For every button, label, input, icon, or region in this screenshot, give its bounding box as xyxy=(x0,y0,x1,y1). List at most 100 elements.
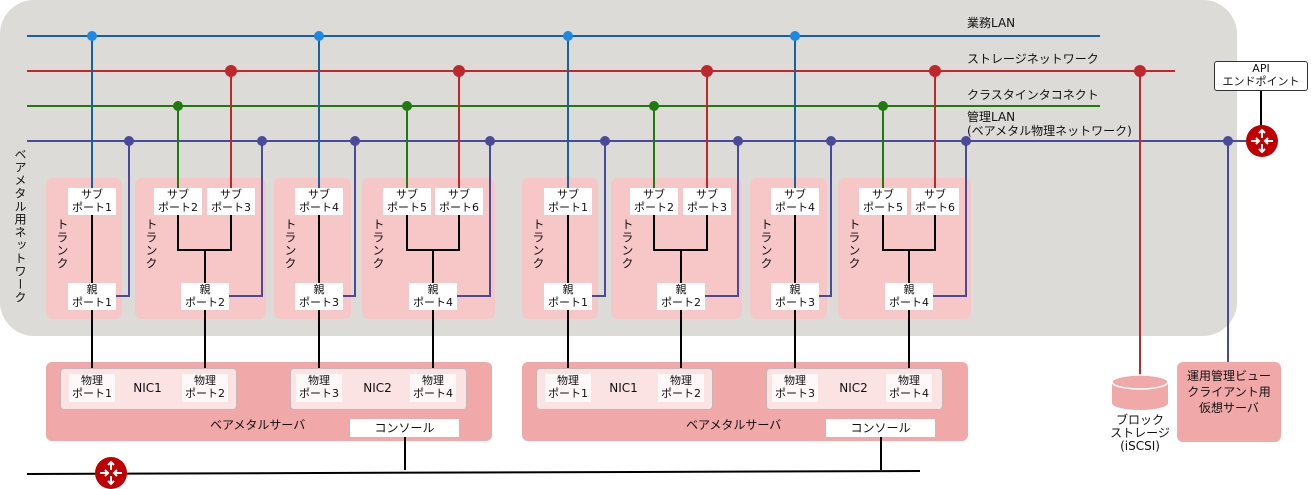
subport-label: サブポート5 xyxy=(383,188,431,215)
console-port: コンソール xyxy=(826,419,935,437)
management-lan-parent-link xyxy=(705,141,739,297)
baremetal-network-label: ベアメタル用ネットワーク xyxy=(13,148,27,304)
subport-line1: サブ xyxy=(924,188,946,201)
cluster-interconnect-junction xyxy=(649,101,659,111)
subport-label: サブポート4 xyxy=(771,188,819,215)
parent-port-label: 親ポート2 xyxy=(657,283,705,310)
parent-port-label: 親ポート4 xyxy=(409,283,457,310)
parent-port-label: 親ポート3 xyxy=(771,283,819,310)
nic-name: NIC1 xyxy=(609,381,638,395)
parent-port-line2: ポート3 xyxy=(775,296,815,309)
trunk-label: トランク xyxy=(847,218,861,270)
parent-port-label: 親ポート3 xyxy=(295,283,343,310)
mgmt-server-line2: クライアント用 xyxy=(1187,385,1271,399)
management-lan-junction xyxy=(257,136,267,146)
subport-label: サブポート2 xyxy=(154,188,202,215)
management-lan-label-line2: (ベアメタル物理ネットワーク) xyxy=(967,124,1132,138)
database-cylinder-icon xyxy=(1112,382,1168,410)
subport-line1: サブ xyxy=(872,188,894,201)
physical-port-label: 物理ポート4 xyxy=(886,374,932,402)
api-endpoint-line2: エンドポイント xyxy=(1222,75,1300,88)
physical-port-line2: ポート3 xyxy=(299,387,339,400)
parent-port-label: 親ポート1 xyxy=(68,283,116,310)
trunk-wire xyxy=(653,215,708,251)
router-icon-arrow xyxy=(112,469,122,477)
nic-name: NIC2 xyxy=(363,381,392,395)
physical-port-line2: ポート4 xyxy=(889,387,929,400)
subport-line1: サブ xyxy=(643,188,665,201)
subport-label: サブポート3 xyxy=(207,188,255,215)
management-lan-label-line1: 管理LAN xyxy=(967,110,1016,124)
storage-network-junction xyxy=(701,65,713,77)
physical-port-line1: 物理 xyxy=(422,374,444,387)
block-storage-line1: ブロック xyxy=(1115,413,1164,427)
management-lan-parent-link xyxy=(457,141,491,297)
parent-port-line2: ポート2 xyxy=(661,296,701,309)
api-endpoint-line1: API xyxy=(1252,62,1270,75)
parent-port-line2: ポート1 xyxy=(72,296,112,309)
physical-port-label: 物理ポート1 xyxy=(545,374,591,402)
subport-line2: ポート2 xyxy=(158,201,198,214)
parent-port-label: 親ポート1 xyxy=(544,283,592,310)
parent-port-label: 親ポート4 xyxy=(885,283,933,310)
trunk-label: トランク xyxy=(283,218,297,270)
subport-label: サブポート4 xyxy=(295,188,343,215)
router-icon xyxy=(1246,125,1278,157)
management-lan-parent-link xyxy=(592,141,606,297)
physical-port-line2: ポート4 xyxy=(413,387,453,400)
subport-line2: ポート3 xyxy=(211,201,251,214)
mgmt-server-line1: 運用管理ビュー xyxy=(1186,369,1271,383)
subport-label: サブポート2 xyxy=(630,188,678,215)
nic-name: NIC1 xyxy=(133,381,162,395)
management-lan-parent-link xyxy=(229,141,263,297)
subport-line2: ポート4 xyxy=(299,201,339,214)
management-lan-parent-link xyxy=(933,141,967,297)
management-lan-junction xyxy=(350,136,360,146)
subport-line1: サブ xyxy=(448,188,470,201)
console-port: コンソール xyxy=(350,419,459,437)
block-storage-line2: ストレージ xyxy=(1110,426,1170,440)
router-icon-arrow xyxy=(1251,137,1261,145)
physical-port-line2: ポート1 xyxy=(72,387,112,400)
subport-line2: ポート5 xyxy=(387,201,427,214)
trunk-label: トランク xyxy=(371,218,385,270)
subport-line1: サブ xyxy=(308,188,330,201)
management-lan-junction xyxy=(485,136,495,146)
subport-line1: サブ xyxy=(81,188,103,201)
subport-line2: ポート6 xyxy=(439,201,479,214)
physical-port-line2: ポート2 xyxy=(185,387,225,400)
parent-port-line1: 親 xyxy=(903,283,915,296)
subport-line2: ポート2 xyxy=(634,201,674,214)
storage-network-junction xyxy=(1134,65,1146,77)
parent-port-line1: 親 xyxy=(675,283,687,296)
physical-port-label: 物理ポート2 xyxy=(182,374,228,402)
subport-line2: ポート3 xyxy=(687,201,727,214)
business-lan-junction xyxy=(790,31,800,41)
cluster-interconnect-junction xyxy=(402,101,412,111)
parent-port-line2: ポート4 xyxy=(889,296,929,309)
subport-label: サブポート6 xyxy=(435,188,483,215)
subport-line1: サブ xyxy=(220,188,242,201)
subport-label: サブポート6 xyxy=(911,188,959,215)
console-network-bus xyxy=(26,470,921,475)
parent-port-line1: 親 xyxy=(789,283,801,296)
business-lan-junction xyxy=(87,31,97,41)
management-lan-junction xyxy=(124,136,134,146)
trunk-label: トランク xyxy=(144,218,158,270)
physical-port-line1: 物理 xyxy=(898,374,920,387)
subport-label: サブポート5 xyxy=(859,188,907,215)
subport-label: サブポート1 xyxy=(544,188,592,215)
physical-port-label: 物理ポート2 xyxy=(658,374,704,402)
subport-line1: サブ xyxy=(784,188,806,201)
baremetal-server-label: ベアメタルサーバ xyxy=(686,418,782,432)
parent-port-line2: ポート4 xyxy=(413,296,453,309)
storage-network-junction xyxy=(929,65,941,77)
physical-port-line1: 物理 xyxy=(81,374,103,387)
physical-port-line1: 物理 xyxy=(557,374,579,387)
management-lan-parent-link xyxy=(819,141,832,297)
management-view-client-server: 運用管理ビュー クライアント用 仮想サーバ xyxy=(1177,362,1281,442)
physical-port-label: 物理ポート1 xyxy=(69,374,115,402)
physical-port-label: 物理ポート3 xyxy=(296,374,342,402)
subport-line2: ポート1 xyxy=(72,201,112,214)
trunk-wire xyxy=(177,215,232,251)
